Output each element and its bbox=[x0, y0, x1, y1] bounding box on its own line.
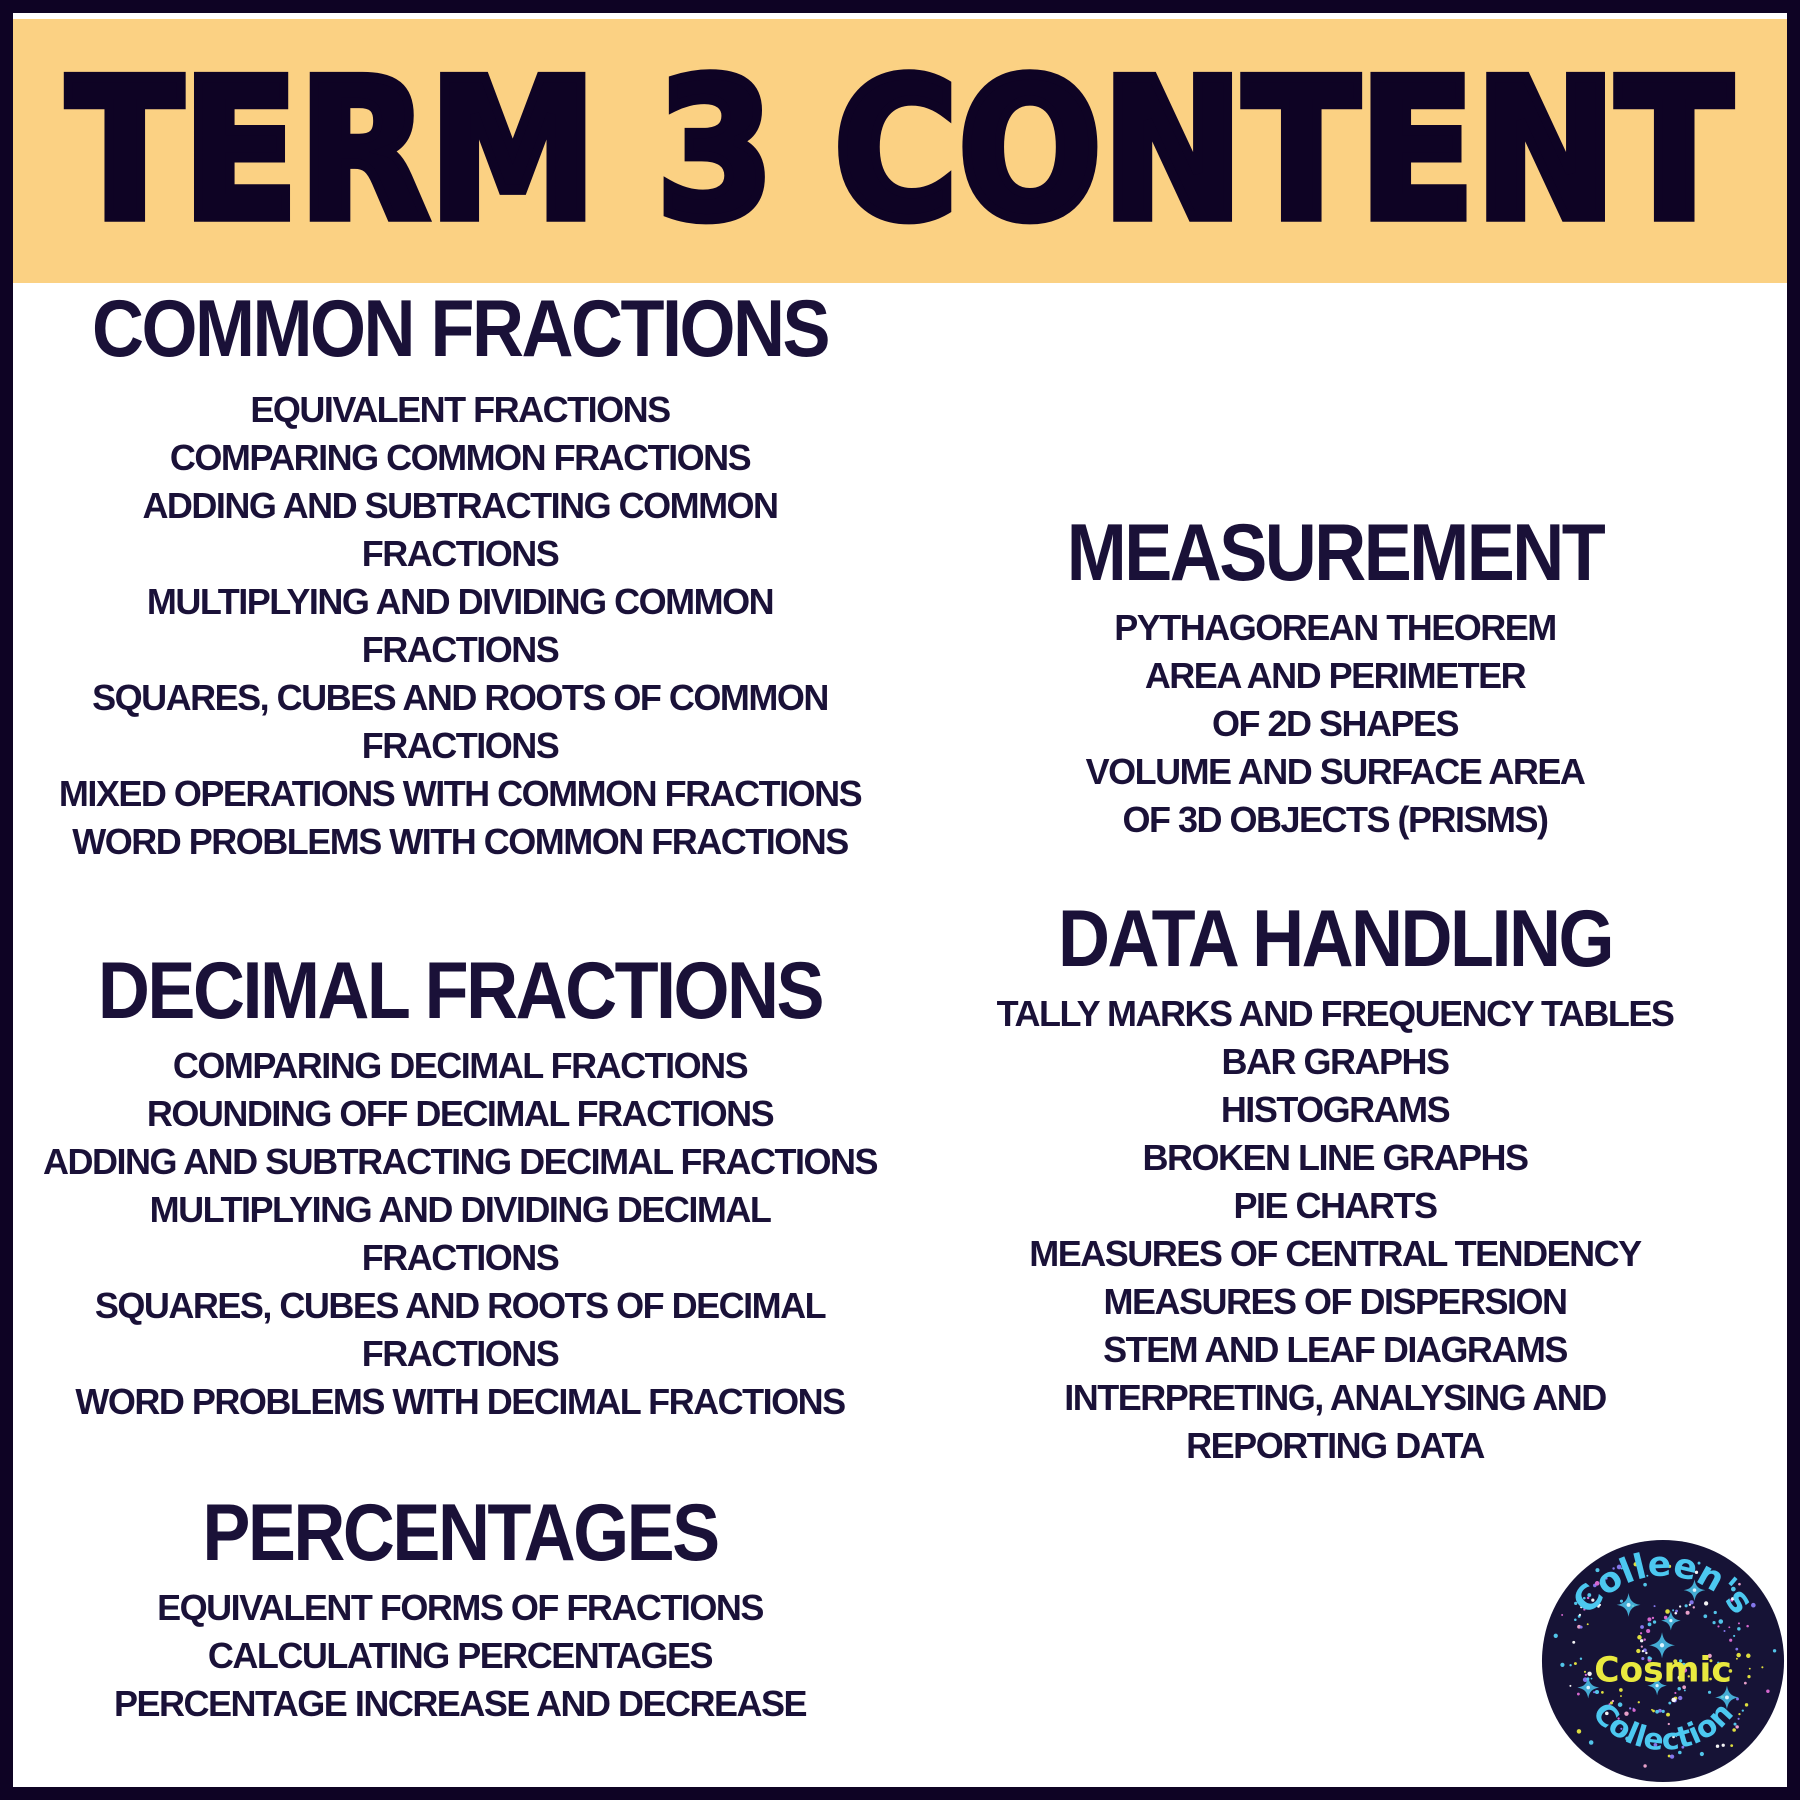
topic-item: PIE CHARTS bbox=[1233, 1185, 1438, 1226]
topic-item: ADDING AND SUBTRACTING DECIMAL FRACTIONS bbox=[43, 1141, 878, 1182]
topic-item: HISTOGRAMS bbox=[1220, 1089, 1451, 1130]
topic-item: SQUARES, CUBES AND ROOTS OF COMMON FRACT… bbox=[92, 677, 829, 766]
topic-item: ADDING AND SUBTRACTING COMMON FRACTIONS bbox=[142, 485, 779, 574]
topic-item: BROKEN LINE GRAPHS bbox=[1142, 1137, 1529, 1178]
topic-list-percentages: EQUIVALENT FORMS OF FRACTIONS CALCULATING… bbox=[20, 1584, 900, 1728]
topic-item: MEASURES OF DISPERSION bbox=[1103, 1281, 1568, 1322]
topic-item: EQUIVALENT FORMS OF FRACTIONS bbox=[157, 1587, 764, 1628]
topic-item: COMPARING COMMON FRACTIONS bbox=[169, 437, 752, 478]
topic-item: INTERPRETING, ANALYSING AND REPORTING DA… bbox=[1064, 1377, 1607, 1466]
topic-item: WORD PROBLEMS WITH DECIMAL FRACTIONS bbox=[75, 1381, 846, 1422]
topic-item: SQUARES, CUBES AND ROOTS OF DECIMAL FRAC… bbox=[94, 1285, 827, 1374]
poster-title: TERM 3 CONTENT bbox=[63, 34, 1736, 268]
section-heading-common-fractions: COMMON FRACTIONS bbox=[92, 284, 830, 374]
topic-item: MIXED OPERATIONS WITH COMMON FRACTIONS bbox=[58, 773, 863, 814]
topic-list-measurement: PYTHAGOREAN THEOREM AREA AND PERIMETER OF… bbox=[930, 604, 1740, 844]
section-decimal-fractions: DECIMAL FRACTIONS COMPARING DECIMAL FRAC… bbox=[20, 946, 900, 1426]
logo-circle bbox=[1541, 1539, 1785, 1783]
section-percentages: PERCENTAGES EQUIVALENT FORMS OF FRACTION… bbox=[20, 1488, 900, 1728]
topic-item: PERCENTAGE INCREASE AND DECREASE bbox=[113, 1683, 808, 1724]
topic-item: EQUIVALENT FRACTIONS bbox=[250, 389, 671, 430]
topic-item: PYTHAGOREAN THEOREM bbox=[1114, 607, 1557, 648]
logo-sparkles bbox=[1577, 1579, 1739, 1710]
topic-item: TALLY MARKS AND FREQUENCY TABLES bbox=[996, 993, 1675, 1034]
section-common-fractions: COMMON FRACTIONS EQUIVALENT FRACTIONS COM… bbox=[20, 284, 900, 866]
topic-item: COMPARING DECIMAL FRACTIONS bbox=[172, 1045, 749, 1086]
topic-list-decimal-fractions: COMPARING DECIMAL FRACTIONS ROUNDING OFF … bbox=[20, 1042, 900, 1426]
cosmic-logo: Colleen's Cosmic Collection bbox=[1540, 1538, 1786, 1784]
section-data-handling: DATA HANDLING TALLY MARKS AND FREQUENCY … bbox=[930, 894, 1740, 1470]
topic-item: AREA AND PERIMETER OF 2D SHAPES bbox=[1144, 655, 1527, 744]
cosmic-logo-graphic: Colleen's Cosmic Collection bbox=[1541, 1539, 1785, 1783]
topic-item: CALCULATING PERCENTAGES bbox=[207, 1635, 714, 1676]
section-measurement: MEASUREMENT PYTHAGOREAN THEOREM AREA AND … bbox=[930, 508, 1740, 844]
logo-star-dots bbox=[1553, 1561, 1777, 1768]
section-heading-percentages: PERCENTAGES bbox=[202, 1488, 720, 1578]
banner: TERM 3 CONTENT bbox=[13, 19, 1787, 283]
topic-item: VOLUME AND SURFACE AREA OF 3D OBJECTS (P… bbox=[1085, 751, 1586, 840]
topic-list-data-handling: TALLY MARKS AND FREQUENCY TABLES BAR GRAP… bbox=[930, 990, 1740, 1470]
topic-item: BAR GRAPHS bbox=[1221, 1041, 1450, 1082]
logo-text-middle: Cosmic bbox=[1594, 1651, 1732, 1691]
section-heading-data-handling: DATA HANDLING bbox=[1057, 894, 1615, 984]
section-heading-decimal-fractions: DECIMAL FRACTIONS bbox=[97, 946, 825, 1036]
topic-item: MEASURES OF CENTRAL TENDENCY bbox=[1029, 1233, 1642, 1274]
topic-list-common-fractions: EQUIVALENT FRACTIONS COMPARING COMMON FRA… bbox=[20, 386, 900, 866]
topic-item: WORD PROBLEMS WITH COMMON FRACTIONS bbox=[72, 821, 849, 862]
topic-item: ROUNDING OFF DECIMAL FRACTIONS bbox=[146, 1093, 775, 1134]
topic-item: STEM AND LEAF DIAGRAMS bbox=[1103, 1329, 1568, 1370]
topic-item: MULTIPLYING AND DIVIDING COMMON FRACTION… bbox=[146, 581, 775, 670]
section-heading-measurement: MEASUREMENT bbox=[1066, 508, 1606, 598]
topic-item: MULTIPLYING AND DIVIDING DECIMAL FRACTIO… bbox=[149, 1189, 772, 1278]
